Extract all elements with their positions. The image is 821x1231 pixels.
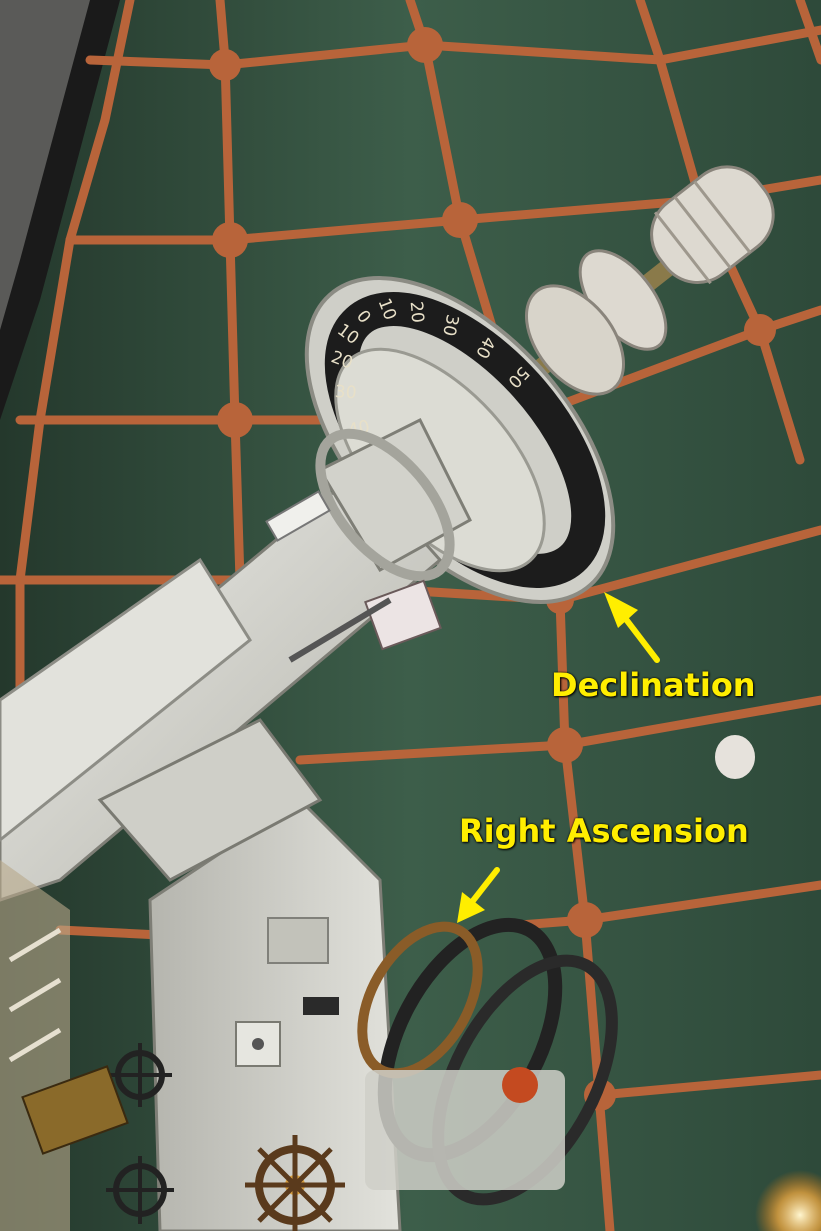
declination-arrow [604, 592, 660, 663]
telescope-tube [0, 417, 472, 902]
dial-number: 30 [438, 313, 462, 338]
right-ascension-label: Right Ascension [459, 812, 749, 850]
ceiling-lamp [715, 735, 755, 779]
ladder [0, 860, 129, 1231]
dial-number: 30 [334, 382, 357, 403]
declination-label: Declination [551, 666, 756, 704]
right-ascension-arrow [457, 867, 500, 923]
telescope-mount [97, 718, 402, 1231]
dial-number: 20 [406, 300, 428, 323]
lamp-glow [755, 1170, 821, 1231]
right-ascension-gear [357, 917, 618, 1206]
hand-wheels [106, 1043, 345, 1231]
dome-wall [0, 0, 90, 330]
